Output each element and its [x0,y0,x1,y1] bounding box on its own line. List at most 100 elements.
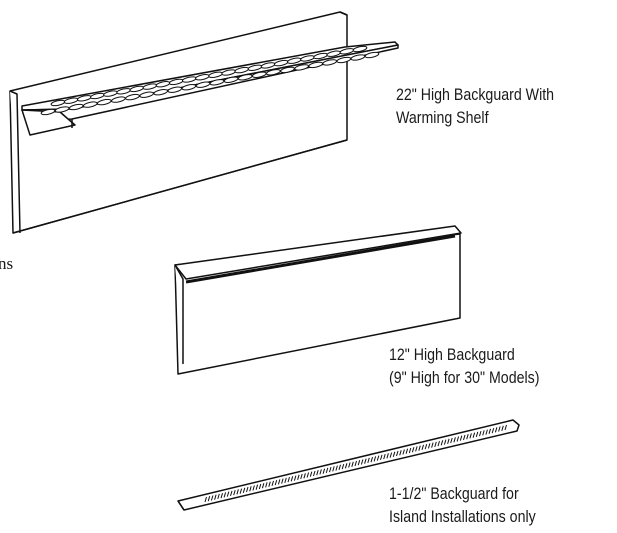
backguard-ridge [274,479,278,486]
backguard-ridge [466,434,469,440]
backguard-ridge [376,455,380,461]
backguard-ridge [450,437,453,444]
backguard-ridge [360,459,364,465]
backguard-ridge [204,496,207,503]
warming-shelf-backguard [9,11,399,234]
backguard-ridge [437,440,440,447]
backguard-ridge [316,470,319,476]
backguard-ridge [265,482,268,488]
backguard-ridge [453,437,456,443]
backguard-ridge [364,458,367,464]
backguard-ridge [284,477,287,484]
backguard-ridge [210,495,214,501]
backguard-ridge [338,464,341,470]
island-backguard-label: 1-1/2" Backguard for Island Installation… [389,483,536,529]
backguard-ridge [335,465,338,471]
backguard-ridge [332,466,335,472]
island-backguard-label-line-1: 1-1/2" Backguard for [389,485,519,503]
backguard-ridge [268,481,271,487]
backguard-ridge [293,475,297,481]
backguard-ridge [488,428,491,434]
backguard-ridge [389,452,393,458]
backguard-ridge [309,471,313,477]
backguard-ridge [313,470,316,477]
backguard-ridge [418,445,421,451]
backguard-ridge [440,440,444,446]
backguard-ridge [370,457,373,463]
backguard-ridge [472,432,476,438]
backguard-ridge [357,460,361,466]
backguard-ridge [249,486,252,492]
backguard-ridge [386,453,389,459]
backguard-ridge [501,425,504,431]
shelf-slot [364,51,380,59]
backguard-ridge [341,463,345,470]
backguard-ridge [242,487,246,493]
backguard-ridge [287,476,290,483]
high-backguard-label-line-2: (9" High for 30" Models) [389,369,540,387]
shelf-slot [352,45,368,53]
backguard-ridge [456,436,460,442]
backguard-ridge [402,449,405,455]
high-backguard-label-line-1: 12" High Backguard [389,346,515,364]
backguard-ridge [475,431,479,438]
backguard-ridge [297,474,300,480]
backguard-ridge [498,426,501,432]
backguard-ridge [354,460,357,467]
backguard-ridge [399,450,402,456]
backguard-ridge [261,483,265,489]
backguard-ridge [351,461,354,467]
backguard-ridge [479,430,482,437]
backguard-ridge [303,473,306,479]
backguard-ridge [348,462,351,468]
backguard-ridge [306,472,310,478]
backguard-ridge [482,430,485,436]
island-backguard-label-line-2: Island Installations only [389,508,536,526]
backguard-ridge [322,468,326,474]
backguard-ridge [405,448,409,454]
backguard-ridge [469,433,472,439]
backguard-ridge [226,491,230,497]
backguard-ridge [319,469,322,475]
backguard-ridge [217,493,220,500]
backguard-ridge [485,429,488,435]
backguard-ridge [367,457,370,464]
backguard-ridge [491,427,495,434]
backguard-ridge [344,463,348,469]
backguard-ridge [421,444,424,451]
backguard-ridge [504,424,507,431]
backguard-ridge [220,493,223,499]
backguard-ridge [325,467,329,474]
backguard-ridge [396,450,399,457]
backguard-ridge [373,456,377,462]
backguard-ridge [427,443,431,449]
backguard-ridge [236,489,239,495]
island-backguard [177,419,520,511]
backguard-ridge [380,454,383,461]
backguard-ridge [255,484,259,490]
backguard-ridge [277,479,281,485]
backguard-ridge [239,488,243,494]
backguard-ridge [271,480,274,487]
high-backguard-label: 12" High Backguard (9" High for 30" Mode… [389,344,539,390]
backguard-ridge [281,478,284,484]
backguard-ridge [459,435,463,441]
backguard-ridge [290,476,294,482]
backguard-ridge [258,483,262,490]
backguard-ridge [329,466,332,473]
backguard-ridge [383,453,386,460]
warming-shelf-label-line-1: 22" High Backguard With [396,86,555,104]
backguard-ridge [443,439,447,445]
cropped-text-fragment: ns [0,254,14,273]
backguard-ridge [447,438,450,444]
backguard-ridge [223,492,227,498]
backguard-ridge [233,489,236,496]
twelve-inch-backguard [174,225,462,375]
backguard-ridge [230,490,233,497]
warming-shelf-label: 22" High Backguard With Warming Shelf [396,84,554,130]
backguard-ridge [494,427,498,433]
backguard-ridge [431,442,434,448]
backguard-ridge [207,496,211,502]
backguard-ridge [252,485,255,491]
